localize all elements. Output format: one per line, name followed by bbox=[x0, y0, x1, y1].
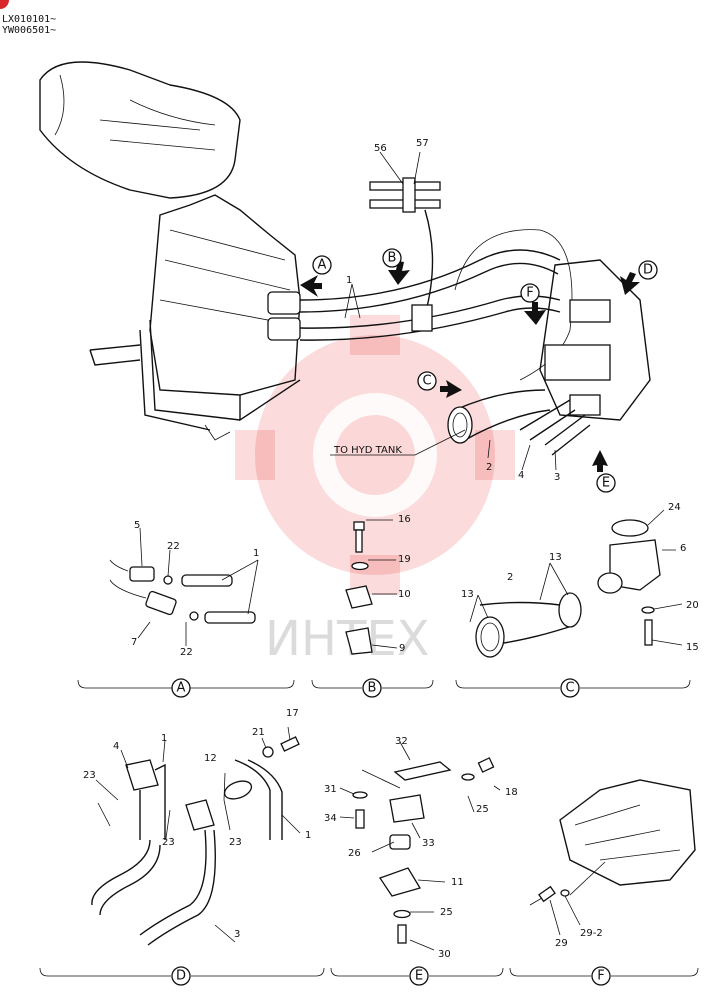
view-label-F-main: F bbox=[526, 286, 533, 301]
section-label-A: A bbox=[177, 681, 186, 696]
view-label-E-main: E bbox=[602, 476, 610, 491]
pump-assembly bbox=[454, 229, 651, 421]
part-label-31: 31 bbox=[324, 784, 337, 795]
part-label-17: 17 bbox=[286, 708, 299, 719]
part-label-25-bottom: 25 bbox=[440, 907, 453, 918]
part-label-9: 9 bbox=[399, 643, 405, 654]
part-label-13-left: 13 bbox=[461, 589, 474, 600]
note-to-hyd-tank: TO HYD TANK bbox=[333, 445, 402, 456]
part-label-6: 6 bbox=[680, 543, 686, 554]
section-label-C: C bbox=[565, 681, 574, 696]
part-label-32: 32 bbox=[395, 736, 408, 747]
part-label-4-detailD: 4 bbox=[113, 741, 119, 752]
section-label-F: F bbox=[597, 969, 604, 984]
view-arrows-main bbox=[300, 261, 640, 472]
part-label-3-main: 3 bbox=[554, 472, 560, 483]
part-label-56: 56 bbox=[374, 143, 387, 154]
part-label-33: 33 bbox=[422, 838, 435, 849]
part-label-29-2: 29-2 bbox=[580, 928, 603, 939]
part-label-23-left: 23 bbox=[83, 770, 96, 781]
part-label-1-detailA: 1 bbox=[253, 548, 259, 559]
pipes-3-4 bbox=[519, 399, 591, 456]
part-label-3-detailD: 3 bbox=[234, 929, 240, 940]
part-label-24: 24 bbox=[668, 502, 681, 513]
detail-B bbox=[345, 519, 398, 655]
part-label-30: 30 bbox=[438, 949, 451, 960]
detail-D bbox=[91, 726, 301, 946]
part-label-2-detailC: 2 bbox=[507, 572, 513, 583]
part-label-1-detailD-right: 1 bbox=[305, 830, 311, 841]
detail-E bbox=[339, 741, 501, 951]
detail-C bbox=[469, 509, 683, 658]
part-label-12: 12 bbox=[204, 753, 217, 764]
view-label-D-main: D bbox=[643, 263, 653, 278]
part-label-57: 57 bbox=[416, 138, 429, 149]
corner-badge bbox=[0, 0, 9, 9]
section-label-D: D bbox=[176, 969, 186, 984]
part-label-7: 7 bbox=[131, 637, 137, 648]
part-label-23-right: 23 bbox=[229, 837, 242, 848]
part-label-22-top: 22 bbox=[167, 541, 180, 552]
part-label-11: 11 bbox=[451, 877, 464, 888]
part-label-10: 10 bbox=[398, 589, 411, 600]
view-label-A-main: A bbox=[318, 258, 327, 273]
part-label-2-main: 2 bbox=[486, 462, 492, 473]
part-label-34: 34 bbox=[324, 813, 337, 824]
part-label-4-main: 4 bbox=[518, 470, 524, 481]
clamp-56-57 bbox=[369, 177, 441, 332]
part-label-29: 29 bbox=[555, 938, 568, 949]
section-label-E: E bbox=[415, 969, 423, 984]
part-label-15: 15 bbox=[686, 642, 699, 653]
part-label-5: 5 bbox=[134, 520, 140, 531]
section-label-B: B bbox=[368, 681, 377, 696]
part-label-1-detailD: 1 bbox=[161, 733, 167, 744]
part-label-18: 18 bbox=[505, 787, 518, 798]
machine-overview bbox=[39, 61, 241, 199]
part-label-26: 26 bbox=[348, 848, 361, 859]
part-label-19: 19 bbox=[398, 554, 411, 565]
part-label-25-top: 25 bbox=[476, 804, 489, 815]
part-label-1-main: 1 bbox=[346, 275, 352, 286]
suction-hose-2 bbox=[447, 389, 551, 444]
main-leaders bbox=[330, 151, 557, 471]
section-brackets-row1 bbox=[77, 678, 691, 698]
part-label-22-bottom: 22 bbox=[180, 647, 193, 658]
section-brackets-row2 bbox=[39, 966, 699, 986]
view-label-B-main: B bbox=[388, 251, 397, 266]
part-label-13-right: 13 bbox=[549, 552, 562, 563]
detail-F bbox=[529, 779, 696, 936]
part-label-21: 21 bbox=[252, 727, 265, 738]
part-label-20: 20 bbox=[686, 600, 699, 611]
view-label-C-main: C bbox=[422, 374, 431, 389]
main-view-labels bbox=[312, 248, 658, 493]
part-label-23-middle: 23 bbox=[162, 837, 175, 848]
serial-range-line1: LX010101~ bbox=[2, 14, 57, 25]
part-label-16: 16 bbox=[398, 514, 411, 525]
detail-A bbox=[109, 527, 259, 646]
serial-range-line2: YW006501~ bbox=[2, 25, 57, 36]
